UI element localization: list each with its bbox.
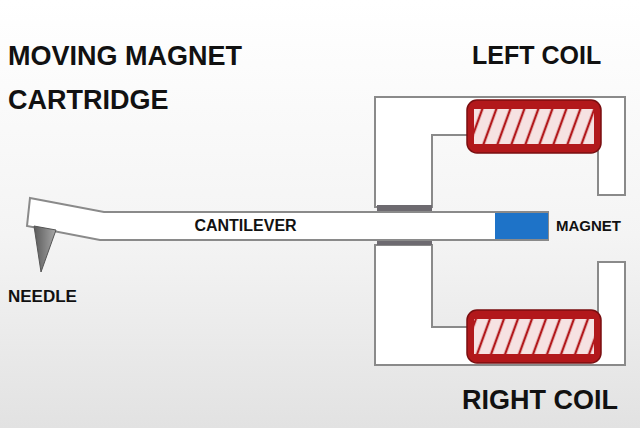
coil-label: LEFT COIL: [472, 42, 601, 70]
part-label: NEEDLE: [8, 288, 77, 307]
coil-windings: [474, 319, 594, 354]
pivot-damper: [377, 205, 432, 212]
cantilever-node: CANTILEVER: [186, 212, 305, 240]
needle-stylus: [34, 226, 56, 272]
coil-windings: [474, 109, 594, 144]
cantilever-bar: [27, 198, 548, 240]
upper-yoke: [375, 97, 625, 207]
coil-label: RIGHT COIL: [462, 386, 618, 416]
diagram-title: MOVING MAGNET CARTRIDGE: [8, 34, 258, 122]
coil-core: [474, 319, 594, 354]
part-label: CANTILEVER: [194, 217, 296, 235]
left-coil: [467, 100, 601, 153]
part-label: MAGNET: [556, 218, 621, 235]
coil-core: [474, 109, 594, 144]
magnet-block: [495, 213, 548, 239]
lower-yoke: [375, 245, 625, 365]
right-coil: [467, 310, 601, 363]
